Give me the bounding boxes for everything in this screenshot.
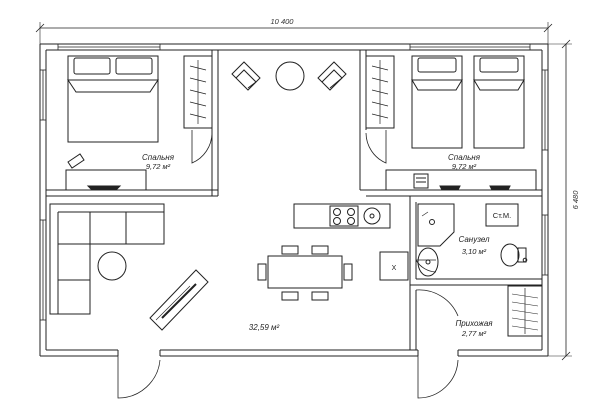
double-bed: [67, 55, 159, 143]
wardrobe-left-hangers: [189, 60, 207, 124]
fridge: [379, 251, 409, 281]
corner-sofa: [49, 203, 165, 315]
desk-left: [65, 153, 147, 191]
kitchen-counter: [293, 203, 391, 229]
living-area: 32,59 м²: [249, 323, 280, 332]
shower: [417, 203, 455, 247]
height-dimension-label: 6 480: [571, 190, 580, 210]
dimension-width: [35, 22, 553, 46]
doors: [117, 130, 459, 399]
desk-right: [385, 169, 537, 191]
exterior-walls: [39, 43, 549, 357]
hallway-wardrobe: [507, 285, 543, 337]
single-bed-2: [473, 55, 525, 149]
washer-label: Ст.М.: [493, 211, 511, 220]
hallway-area: 2,77 м²: [461, 329, 487, 338]
bedroom-right-area: 9,72 м²: [452, 162, 477, 171]
coffee-table: [275, 61, 305, 91]
width-dimension-label: 10 400: [271, 17, 295, 26]
armchair-left: [231, 61, 261, 91]
sink: [417, 247, 439, 277]
bedroom-left-area: 9,72 м²: [146, 162, 171, 171]
round-side-table: [97, 251, 127, 281]
bathroom-area: 3,10 м²: [462, 247, 487, 256]
bedroom-left-name: Спальня: [142, 153, 175, 162]
washer-box: [485, 203, 519, 227]
tv-stand: [149, 269, 209, 331]
bathroom-name: Санузел: [458, 235, 490, 244]
armchair-right: [317, 61, 347, 91]
dining-table: [257, 245, 353, 301]
single-bed-1: [411, 55, 463, 149]
dimension-height: [545, 39, 572, 361]
toilet: [500, 243, 528, 267]
windows: [40, 44, 548, 321]
fridge-mark: X: [392, 265, 397, 272]
interior-walls: [46, 50, 542, 350]
wardrobe-right-hangers: [371, 60, 389, 124]
hallway-name: Прихожая: [455, 319, 493, 328]
bedroom-right-name: Спальня: [448, 153, 481, 162]
